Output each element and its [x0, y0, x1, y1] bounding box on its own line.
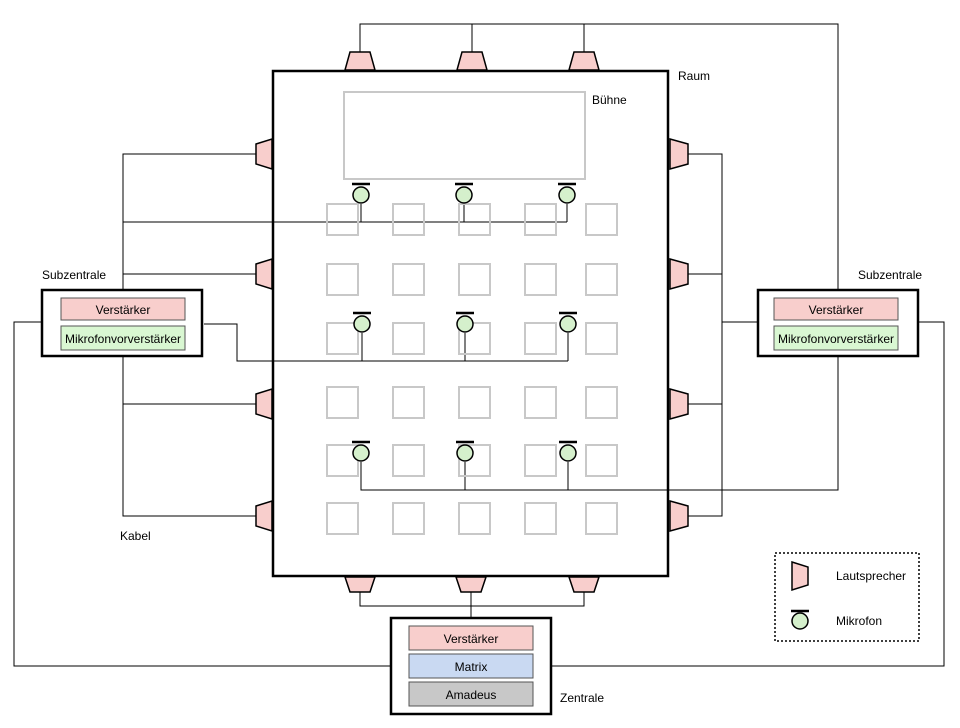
microphone-icon [353, 311, 371, 333]
seat [392, 263, 425, 296]
subzentrale-left-label: Subzentrale [42, 268, 106, 282]
matrix-label: Matrix [455, 660, 488, 674]
cable-mic-row-3 [360, 356, 839, 491]
seat [585, 386, 618, 419]
speaker-icon [669, 258, 689, 290]
mikrofonvorverstaerker-right [773, 325, 899, 351]
cable-label: Kabel [120, 529, 151, 543]
seat [458, 502, 491, 535]
seat [326, 203, 359, 236]
microphone-icon [455, 182, 473, 204]
verstaerker-zentrale [408, 625, 534, 651]
seat [458, 444, 491, 477]
speakers [255, 51, 689, 593]
cable-left-upper-speakers [122, 153, 256, 290]
cable-top-speakers [359, 23, 839, 290]
room-label: Raum [678, 69, 710, 83]
speaker-icon [255, 499, 273, 533]
speaker-icon [343, 576, 377, 593]
microphone-icon [352, 182, 370, 204]
speaker-icon [669, 388, 689, 420]
subzentrale-right-label: Subzentrale [858, 268, 922, 282]
zentrale-box: Verstärker Matrix Amadeus [389, 616, 553, 716]
matrix [408, 653, 534, 679]
verstaerker-left-label: Verstärker [96, 303, 151, 317]
legend-lautsprecher-label: Lautsprecher [836, 569, 906, 583]
cable-network [13, 23, 945, 667]
speaker-icon [456, 51, 488, 71]
subzentrale-left-box: Verstärker Mikrofonvorverstärker [40, 288, 204, 358]
seat [585, 263, 618, 296]
seat [458, 386, 491, 419]
speaker-icon [255, 137, 273, 171]
seat [585, 322, 618, 355]
subzentrale-right-box: Verstärker Mikrofonvorverstärker [756, 288, 920, 358]
microphone-icon [791, 609, 809, 630]
seat [392, 444, 425, 477]
amadeus-label: Amadeus [446, 688, 497, 702]
seat [458, 322, 491, 355]
verstaerker-right [773, 297, 899, 321]
legend: Lautsprecher Mikrofon [774, 552, 920, 642]
seat [326, 502, 359, 535]
seat [524, 386, 557, 419]
speaker-icon [568, 51, 600, 71]
seat [458, 203, 491, 236]
seat [524, 444, 557, 477]
zentrale-label: Zentrale [560, 691, 604, 705]
stage [343, 91, 586, 180]
seat [524, 263, 557, 296]
seat [524, 203, 557, 236]
speaker-icon [255, 387, 273, 421]
mikrofonvorverstaerker-right-label: Mikrofonvorverstärker [778, 332, 894, 346]
microphone-icon [352, 440, 370, 462]
seat [392, 502, 425, 535]
speaker-icon [791, 560, 809, 592]
seat [326, 386, 359, 419]
mikrofonvorverstaerker-left-label: Mikrofonvorverstärker [65, 332, 181, 346]
stage-label: Bühne [592, 93, 627, 107]
seat [326, 263, 359, 296]
seat [524, 322, 557, 355]
microphone-icon [456, 311, 474, 333]
room-border [271, 69, 670, 578]
microphones [352, 182, 577, 462]
seating-grid [326, 203, 618, 535]
microphone-icon [559, 311, 577, 333]
speaker-icon [567, 576, 601, 593]
speaker-icon [344, 51, 376, 71]
seat [392, 386, 425, 419]
cable-bottom-speakers [359, 592, 585, 607]
verstaerker-zentrale-label: Verstärker [444, 632, 499, 646]
speaker-icon [669, 138, 689, 170]
seat [524, 502, 557, 535]
seat [585, 502, 618, 535]
amadeus [408, 681, 534, 707]
seat [326, 322, 359, 355]
cable-right-speakers [688, 153, 723, 517]
speaker-icon [255, 257, 273, 291]
mikrofonvorverstaerker-left [60, 325, 186, 351]
verstaerker-left [60, 297, 186, 321]
seat [392, 203, 425, 236]
microphone-icon [558, 182, 576, 204]
microphone-icon [456, 440, 474, 462]
cable-right-subzentrale-to-zentrale [551, 321, 945, 667]
cable-left-lower-speakers [122, 356, 256, 517]
seat [585, 444, 618, 477]
legend-border [774, 552, 920, 642]
speaker-icon [454, 576, 488, 593]
seat [585, 203, 618, 236]
legend-mikrofon-label: Mikrofon [836, 614, 882, 628]
seat [392, 322, 425, 355]
speaker-icon [669, 500, 689, 532]
cable-mic-row-2 [204, 323, 568, 362]
cable-left-subzentrale-to-zentrale [13, 321, 391, 667]
seat [458, 263, 491, 296]
verstaerker-right-label: Verstärker [809, 303, 864, 317]
microphone-icon [559, 440, 577, 462]
